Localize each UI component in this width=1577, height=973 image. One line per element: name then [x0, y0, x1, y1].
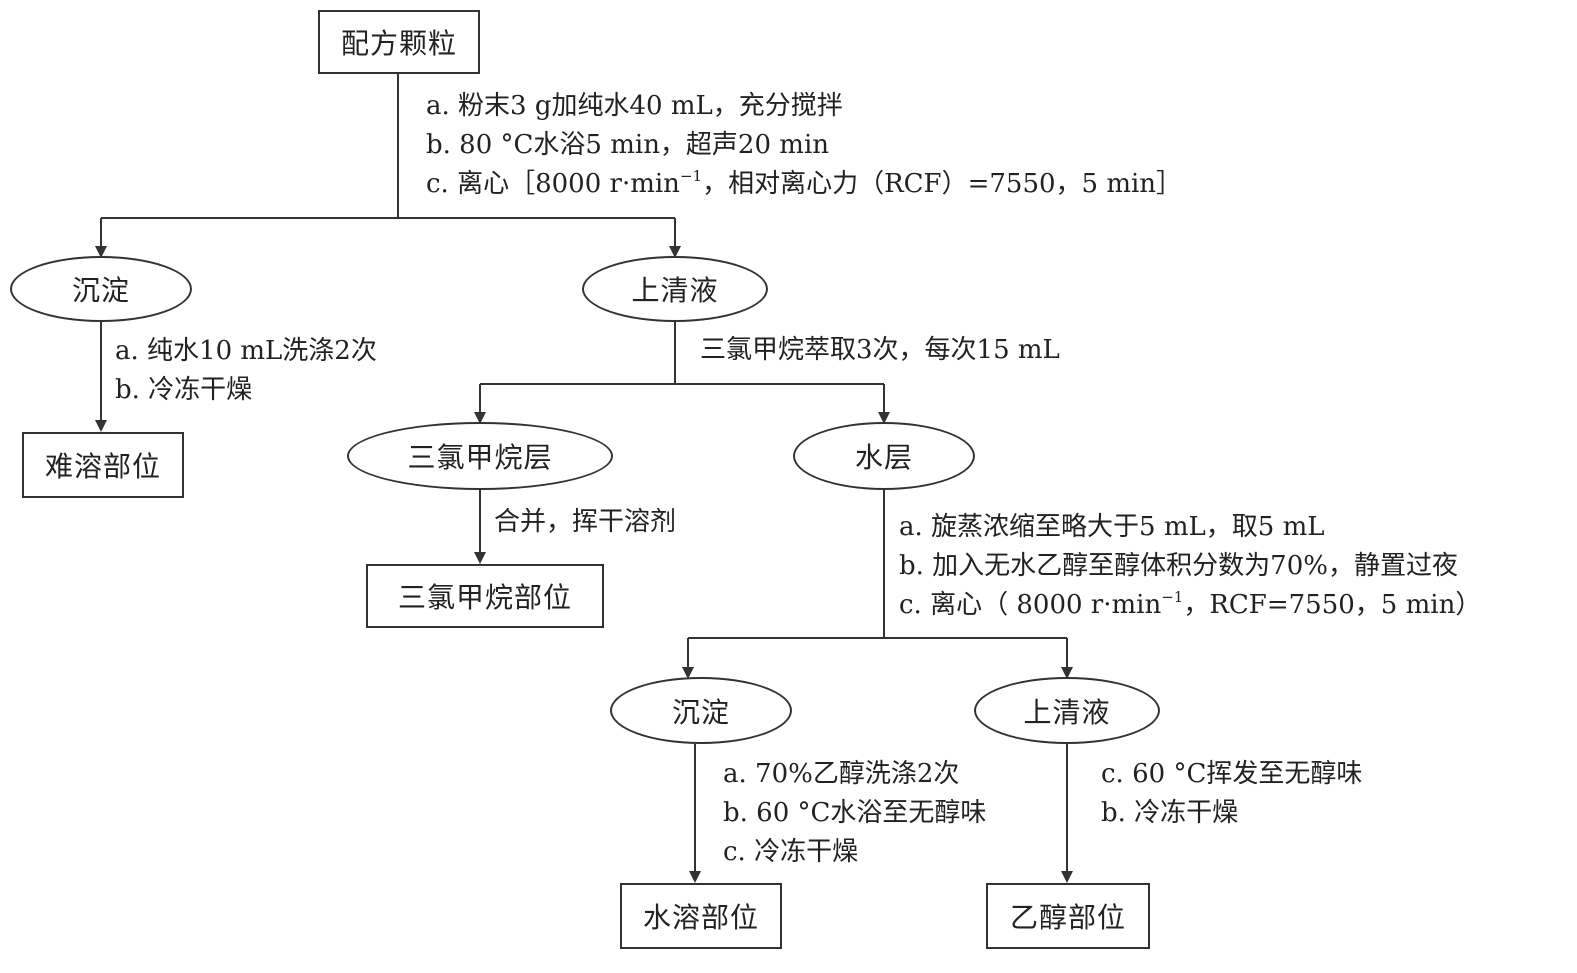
extraction-step-c: c. 离心［8000 r·min−1，相对离心力（RCF）=7550，5 min…	[426, 165, 1182, 204]
merge-step: 合并，挥干溶剂	[494, 503, 676, 542]
extraction-steps: a. 粉末3 g加纯水40 mL，充分搅拌 b. 80 °C水浴5 min，超声…	[426, 87, 1182, 204]
water-layer-ellipse: 水层	[793, 422, 975, 490]
alcohol-precipitation-step-c-text-end: ，RCF=7550，5 min）	[1183, 590, 1482, 620]
precipitate-2-ellipse: 沉淀	[610, 677, 792, 744]
alcohol-precipitation-step-c: c. 离心（ 8000 r·min−1，RCF=7550，5 min）	[899, 586, 1481, 625]
extraction-step-b: b. 80 °C水浴5 min，超声20 min	[426, 130, 830, 160]
insoluble-fraction-box: 难溶部位	[22, 432, 184, 498]
water-soluble-fraction-box: 水溶部位	[620, 883, 782, 949]
extraction-step-c-exponent: −1	[679, 167, 703, 185]
merge-step-text: 合并，挥干溶剂	[494, 507, 677, 537]
alcohol-precipitation-step-c-text: c. 离心（ 8000 r·min	[899, 590, 1162, 620]
partition-step: 三氯甲烷萃取3次，每次15 mL	[700, 331, 1060, 370]
alcohol-precipitation-step-c-exponent: −1	[1161, 588, 1184, 606]
wash-precipitate-step-b: b. 冷冻干燥	[115, 375, 253, 405]
alcohol-precipitation-step-a: a. 旋蒸浓缩至略大于5 mL，取5 mL	[899, 512, 1325, 542]
ethanol-fraction-box: 乙醇部位	[986, 883, 1150, 949]
supernatant-1-ellipse: 上清液	[582, 256, 768, 322]
evaporate-supernatant-step-b: b. 冷冻干燥	[1101, 798, 1239, 828]
supernatant-2-ellipse: 上清液	[974, 677, 1160, 744]
extraction-step-a: a. 粉末3 g加纯水40 mL，充分搅拌	[426, 91, 843, 121]
wash-ethanol-precipitate-step-a: a. 70%乙醇洗涤2次	[723, 759, 960, 789]
root-box: 配方颗粒	[318, 10, 480, 74]
wash-precipitate-steps: a. 纯水10 mL洗涤2次 b. 冷冻干燥	[115, 332, 377, 410]
extraction-step-c-text-end: ，相对离心力（RCF）=7550，5 min］	[702, 169, 1183, 199]
wash-ethanol-precipitate-steps: a. 70%乙醇洗涤2次 b. 60 °C水浴至无醇味 c. 冷冻干燥	[723, 755, 986, 872]
wash-ethanol-precipitate-step-c: c. 冷冻干燥	[723, 837, 859, 867]
chloroform-fraction-box: 三氯甲烷部位	[366, 564, 604, 628]
alcohol-precipitation-step-b: b. 加入无水乙醇至醇体积分数为70%，静置过夜	[899, 551, 1458, 581]
wash-ethanol-precipitate-step-b: b. 60 °C水浴至无醇味	[723, 798, 987, 828]
precipitate-1-ellipse: 沉淀	[10, 256, 192, 322]
wash-precipitate-step-a: a. 纯水10 mL洗涤2次	[115, 336, 377, 366]
alcohol-precipitation-steps: a. 旋蒸浓缩至略大于5 mL，取5 mL b. 加入无水乙醇至醇体积分数为70…	[899, 508, 1481, 625]
partition-step-text: 三氯甲烷萃取3次，每次15 mL	[700, 335, 1060, 365]
extraction-step-c-text: c. 离心［8000 r·min	[426, 169, 680, 199]
chloroform-layer-ellipse: 三氯甲烷层	[347, 422, 613, 490]
evaporate-supernatant-steps: c. 60 °C挥发至无醇味 b. 冷冻干燥	[1101, 755, 1362, 833]
evaporate-supernatant-step-c: c. 60 °C挥发至无醇味	[1101, 759, 1363, 789]
